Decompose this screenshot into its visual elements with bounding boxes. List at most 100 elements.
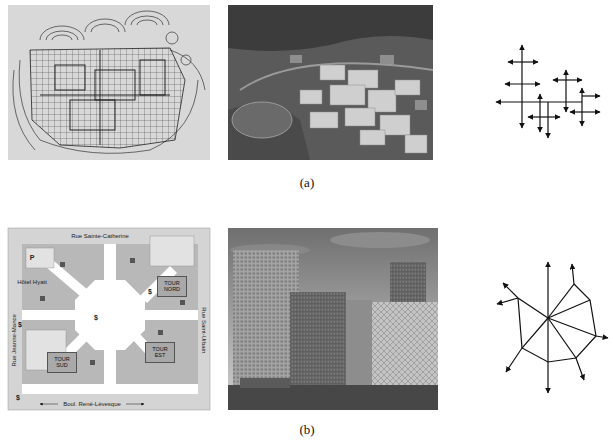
map-symbol: $ — [148, 288, 152, 296]
tree-arrow-network — [496, 45, 600, 138]
complex-floor-map-part — [26, 248, 54, 268]
site-sketch-part — [166, 32, 178, 44]
site-sketch-part — [131, 16, 163, 25]
towers-photo-part — [346, 300, 372, 395]
campus-aerial-photo-part — [228, 5, 433, 160]
complex-floor-map-part — [40, 296, 45, 301]
map-symbol: $ — [16, 394, 20, 402]
campus-aerial-photo-part — [415, 100, 427, 110]
site-sketch-part — [140, 60, 165, 95]
tree-arrow-network-part — [553, 79, 582, 80]
campus-aerial-photo-part — [380, 55, 394, 64]
street-name: Rue Jeanne-Mance — [11, 314, 18, 366]
campus-aerial-photo-part — [405, 135, 427, 153]
complex-floor-map-part — [180, 300, 185, 305]
tower-name: TOUR SUD — [51, 356, 73, 368]
towers-photo-part — [228, 385, 438, 410]
complex-floor-map-part — [104, 244, 116, 284]
radial-arrow-network-part — [548, 318, 584, 380]
campus-aerial-photo-part — [232, 102, 292, 138]
campus-aerial-photo-part — [310, 112, 338, 128]
tree-arrow-network-part — [505, 83, 540, 84]
site-sketch-part — [13, 11, 205, 153]
complex-floor-map-part — [22, 310, 78, 320]
radial-arrow-network-part — [548, 318, 608, 338]
tree-arrow-network-part — [582, 95, 600, 96]
site-sketch-part — [55, 65, 85, 90]
campus-aerial-photo-part — [360, 130, 385, 145]
panel-caption: (b) — [299, 423, 314, 437]
site-sketch-part — [40, 26, 84, 40]
complex-floor-map-part — [126, 404, 144, 405]
site-sketch-part — [125, 11, 169, 25]
place-name: Hôtel Hyatt — [17, 279, 47, 286]
campus-aerial-photo-part — [320, 65, 345, 80]
campus-aerial-photo-part — [290, 55, 302, 63]
towers-photo — [228, 228, 438, 410]
complex-floor-map-part — [90, 360, 95, 365]
complex-floor-map-part — [40, 258, 185, 365]
complex-floor-map-part — [150, 236, 194, 266]
complex-floor-map-part — [8, 228, 210, 410]
map-symbol: $ — [94, 314, 98, 322]
radial-arrow-network-part — [547, 262, 548, 318]
site-sketch-part — [85, 19, 125, 32]
site-sketch-part — [30, 48, 185, 148]
site-sketch-part — [137, 20, 157, 25]
complex-floor-map-part — [22, 244, 198, 394]
campus-aerial-photo-part — [345, 108, 375, 126]
site-sketch-part — [46, 31, 78, 40]
campus-aerial-photo-part — [228, 5, 433, 51]
site-sketch — [8, 5, 210, 160]
complex-floor-map-part — [22, 244, 198, 394]
complex-floor-map — [8, 228, 210, 410]
campus-aerial-photo-part — [300, 90, 322, 104]
tree-arrow-network-part — [565, 70, 566, 112]
tree-arrow-network-part — [570, 111, 600, 112]
tree-arrow-network-part — [581, 88, 582, 126]
tree-arrow-network-part — [539, 94, 540, 132]
tower-name: TOUR NORD — [161, 280, 183, 292]
radial-arrow-network-part — [547, 318, 548, 393]
radial-arrow-network-part — [506, 318, 548, 372]
radial-arrow-network-part — [497, 298, 518, 304]
radial-arrow-network — [497, 262, 608, 393]
campus-aerial-photo — [228, 5, 433, 160]
towers-photo-part — [233, 250, 299, 395]
tree-arrow-network-part — [547, 102, 548, 138]
radial-arrow-network-part — [518, 284, 596, 362]
tower-box: TOUR SUD — [47, 352, 77, 373]
complex-floor-map-part — [158, 330, 163, 335]
street-name: Boul. René-Lévesque — [63, 401, 121, 408]
complex-floor-map-part — [142, 310, 198, 320]
site-sketch-part — [70, 100, 115, 130]
site-sketch-part — [8, 5, 210, 160]
site-sketch-part — [52, 35, 72, 40]
campus-aerial-photo-part — [290, 55, 427, 110]
site-sketch-part — [40, 50, 170, 145]
tree-arrow-network-part — [528, 116, 560, 117]
site-sketch-part — [40, 50, 170, 145]
radial-arrow-network-part — [548, 300, 590, 318]
tree-arrow-network-part — [548, 101, 582, 102]
campus-aerial-photo-part — [300, 65, 427, 153]
towers-photo-part — [330, 232, 430, 248]
tower-name: TOUR EST — [149, 346, 171, 358]
site-sketch-part — [91, 24, 119, 32]
complex-floor-map-part — [22, 384, 198, 394]
complex-floor-map-part — [26, 236, 194, 370]
complex-floor-map-part — [130, 258, 135, 263]
street-name: Rue Sainte-Catherine — [71, 233, 129, 240]
street-name: Rue Saint-Urbain — [201, 307, 208, 353]
towers-photo-part — [290, 292, 346, 397]
towers-photo-part — [372, 302, 438, 395]
radial-arrow-network-part — [548, 264, 574, 318]
towers-photo-part — [228, 228, 438, 410]
tower-box: TOUR NORD — [157, 276, 187, 297]
map-symbol: P — [30, 254, 35, 262]
campus-aerial-photo-part — [330, 85, 365, 105]
tree-arrow-network-part — [508, 61, 538, 62]
complex-floor-map-part — [40, 404, 58, 405]
towers-photo-part — [240, 378, 290, 388]
